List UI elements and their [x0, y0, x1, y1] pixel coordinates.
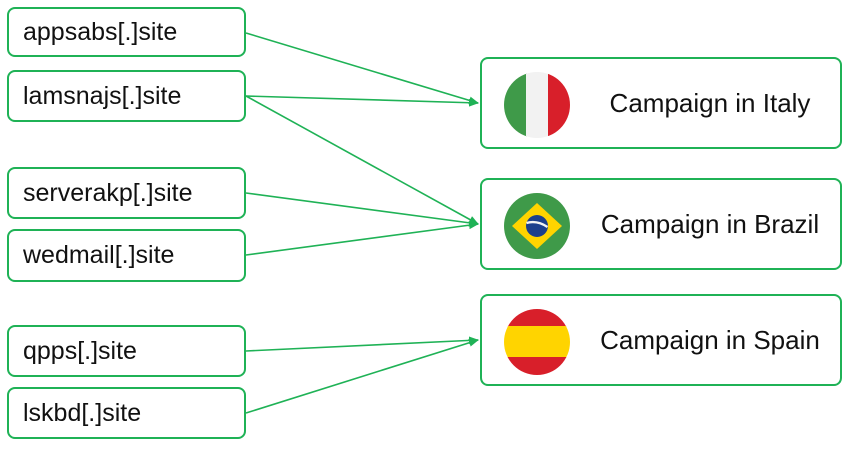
arrow-serverakp-to-brazil: [245, 192, 479, 227]
spain-flag-icon: [504, 309, 570, 375]
domain-label: serverakp[.]site: [23, 178, 193, 207]
domain-box-wedmail: wedmail[.]site: [7, 229, 246, 282]
arrow-lamsnajs-to-italy: [245, 95, 479, 107]
arrow-appsabs-to-italy: [245, 32, 479, 105]
campaign-box-brazil: Campaign in Brazil: [480, 178, 842, 270]
campaign-label: Campaign in Italy: [609, 87, 811, 118]
domain-box-appsabs: appsabs[.]site: [7, 7, 246, 57]
domain-box-lskbd: lskbd[.]site: [7, 387, 246, 439]
italy-flag-icon: [504, 72, 570, 138]
campaign-label: Campaign in Brazil: [600, 208, 820, 239]
domain-box-lamsnajs: lamsnajs[.]site: [7, 70, 246, 122]
domain-box-qpps: qpps[.]site: [7, 325, 246, 377]
campaign-label: Campaign in Spain: [600, 324, 820, 355]
domain-box-serverakp: serverakp[.]site: [7, 167, 246, 219]
domain-label: lskbd[.]site: [23, 398, 142, 427]
domain-label: appsabs[.]site: [23, 17, 178, 46]
domain-label: qpps[.]site: [23, 336, 137, 365]
domain-label: lamsnajs[.]site: [23, 81, 182, 110]
domain-label: wedmail[.]site: [23, 241, 175, 269]
arrow-lamsnajs-to-brazil: [245, 95, 479, 225]
arrow-wedmail-to-brazil: [245, 221, 479, 256]
arrow-qpps-to-spain: [245, 336, 479, 352]
brazil-flag-icon: [504, 193, 570, 259]
arrow-lskbd-to-spain: [245, 338, 479, 414]
campaign-box-italy: Campaign in Italy: [480, 57, 842, 149]
campaign-box-spain: Campaign in Spain: [480, 294, 842, 386]
